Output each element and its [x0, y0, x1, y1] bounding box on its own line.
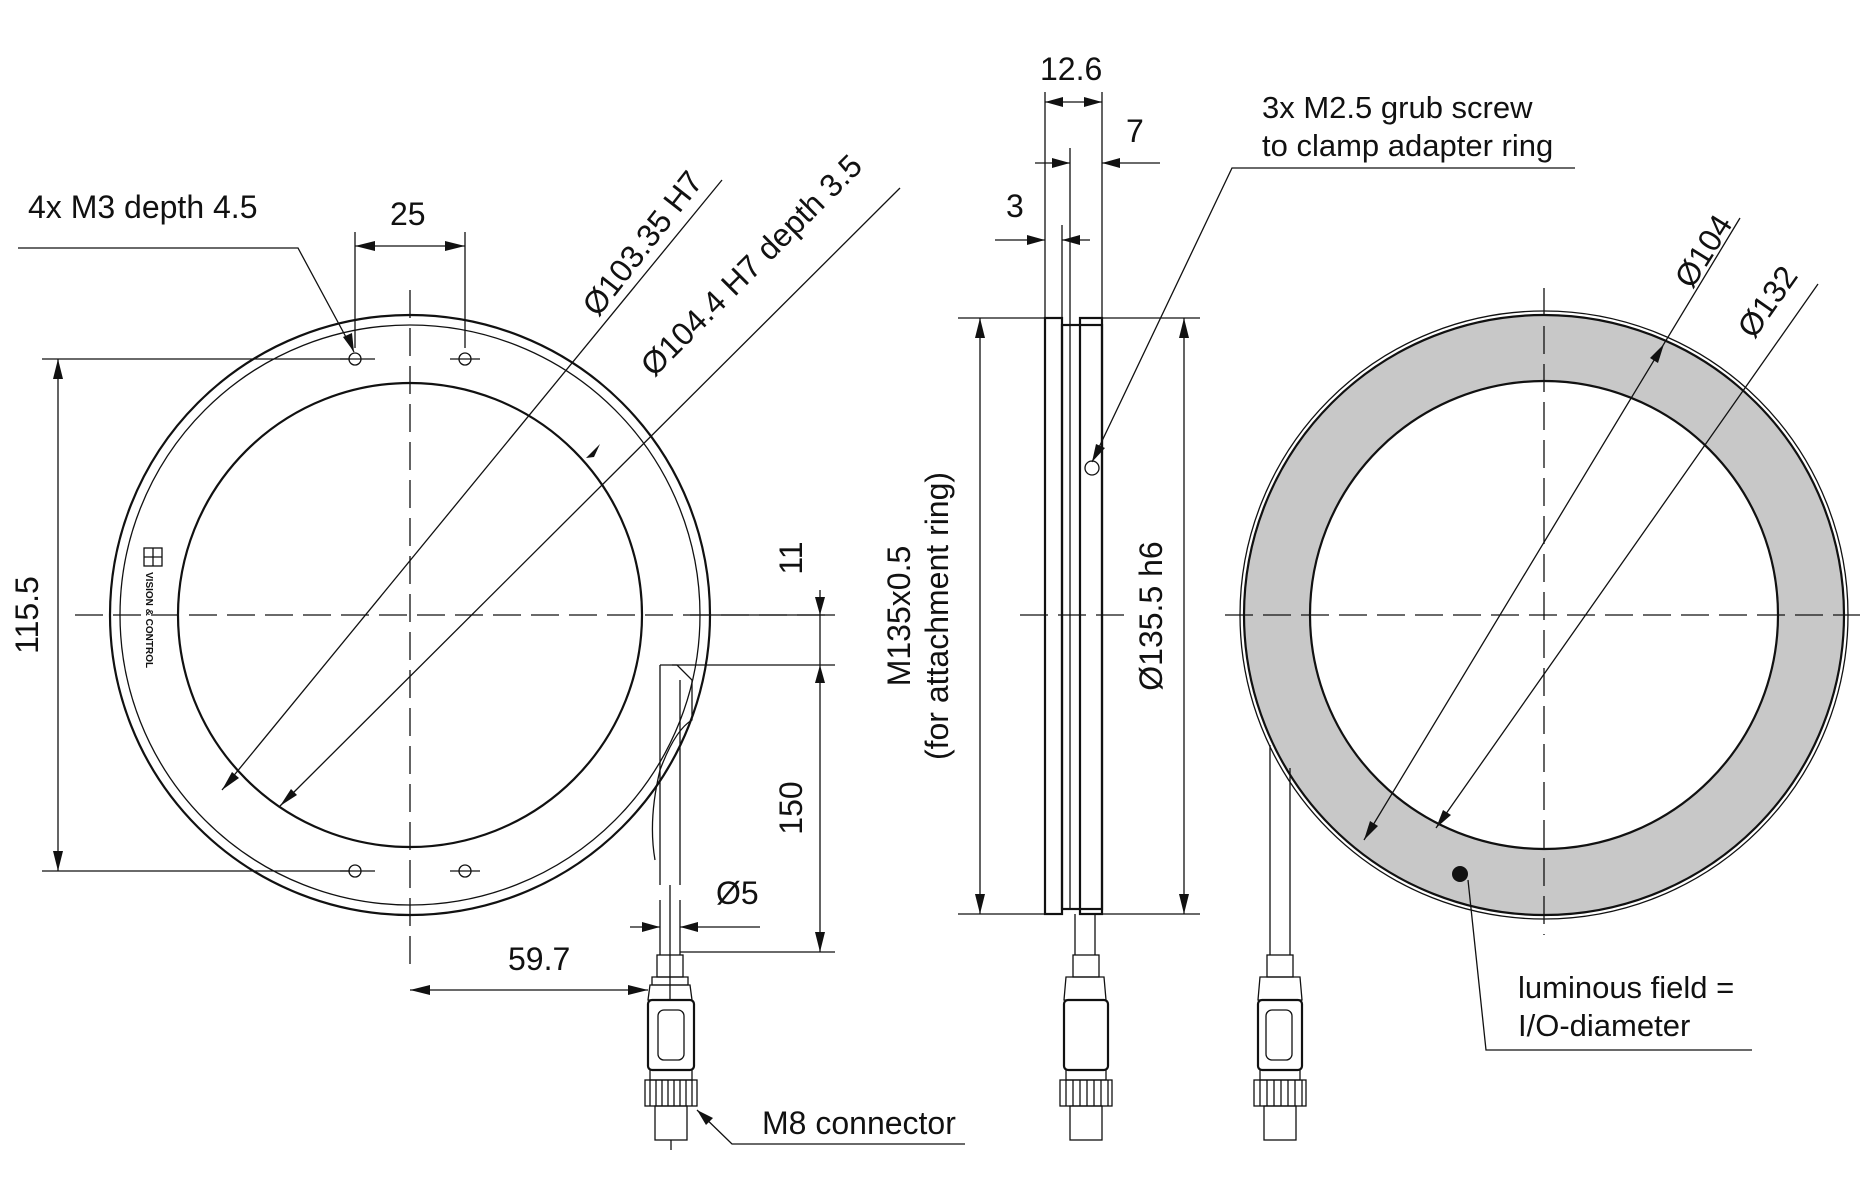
- dim-cable-diameter: Ø5: [716, 875, 759, 911]
- dim-cable-offset: 11: [773, 541, 809, 574]
- side-view: 12.6 7 3 3x M2.5 grub screw to clamp ada…: [881, 51, 1575, 1141]
- dim-back-outer: Ø132: [1730, 259, 1804, 344]
- dim-thread-2: (for attachment ring): [919, 472, 955, 760]
- luminous-field-label-2: I/O-diameter: [1518, 1008, 1690, 1043]
- dim-cable-length: 150: [773, 781, 809, 834]
- brand-logo: VISION & CONTROL: [143, 547, 163, 668]
- side-flange: [1043, 316, 1064, 916]
- dim-hole-vertical: 115.5: [9, 576, 45, 654]
- luminous-field-marker: [1452, 866, 1468, 882]
- dim-cable-horizontal: 59.7: [508, 941, 570, 977]
- m8-connector: [644, 954, 698, 1150]
- grub-screw-label-2: to clamp adapter ring: [1262, 128, 1553, 163]
- side-body: [1060, 323, 1104, 911]
- front-inner-aperture: [176, 381, 644, 849]
- dim-total-width: 12.6: [1040, 51, 1102, 87]
- front-view: VISION & CONTROL 4x M3 depth 4.5 25 115.…: [9, 147, 965, 1150]
- logo-text: VISION & CONTROL: [143, 572, 154, 668]
- dim-7: 7: [1126, 113, 1144, 149]
- dim-outer-diameter: Ø135.5 h6: [1133, 541, 1169, 690]
- luminous-field-label-1: luminous field =: [1518, 970, 1734, 1005]
- dim-inner-diameter: Ø103.35 H7: [575, 164, 710, 322]
- back-connector: [1253, 954, 1307, 1141]
- connector-label: M8 connector: [762, 1105, 956, 1141]
- dim-hole-spacing: 25: [390, 196, 426, 232]
- grub-screw-label-1: 3x M2.5 grub screw: [1262, 90, 1533, 125]
- back-view: Ø104 Ø132 luminous field = I/O-diameter: [1225, 208, 1860, 1141]
- dim-thread-1: M135x0.5: [881, 546, 917, 687]
- dim-3: 3: [1006, 188, 1024, 224]
- side-connector: [1059, 954, 1113, 1141]
- dim-back-inner: Ø104: [1667, 208, 1739, 293]
- thread-holes-label: 4x M3 depth 4.5: [28, 189, 257, 225]
- grub-screw: [1084, 460, 1100, 476]
- side-front-ring: [1078, 316, 1104, 916]
